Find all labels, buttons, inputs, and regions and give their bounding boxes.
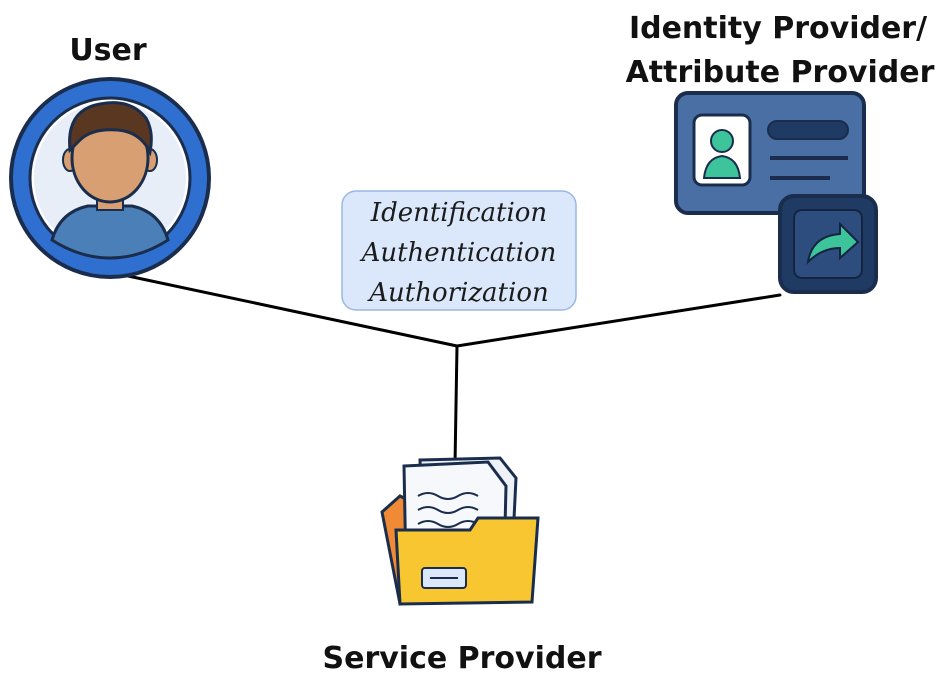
- connector-lines: [126, 274, 782, 467]
- user-title: User: [69, 33, 147, 68]
- edge-user-to-junction: [126, 274, 459, 348]
- user-avatar-icon: [9, 77, 211, 279]
- sp-title: Service Provider: [322, 641, 601, 674]
- folder-document-icon: [380, 456, 540, 606]
- idp-title-line1: Identity Provider/: [629, 11, 927, 46]
- label-identification: Identification: [370, 198, 547, 228]
- protocol-label-box: Identification Authentication Authorizat…: [341, 190, 577, 311]
- share-arrow-icon: [778, 194, 878, 294]
- user-node: User: [9, 33, 211, 279]
- label-authorization: Authorization: [367, 278, 548, 308]
- idp-title-line2: Attribute Provider: [626, 55, 935, 90]
- label-authentication: Authentication: [360, 238, 557, 268]
- edge-junction-to-sp: [453, 344, 459, 467]
- edge-idp-to-junction: [455, 293, 782, 348]
- id-card-icon: [674, 91, 866, 215]
- idp-node: Identity Provider/ Attribute Provider: [626, 11, 935, 294]
- sp-node: Service Provider: [322, 456, 602, 674]
